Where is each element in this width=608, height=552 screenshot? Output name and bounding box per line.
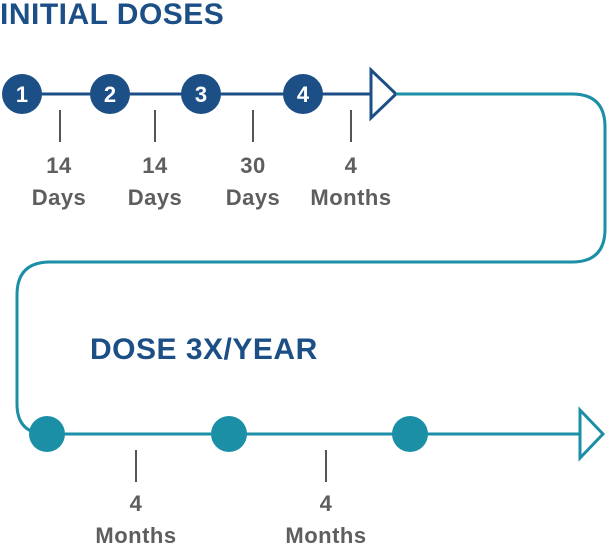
connector-path [15, 92, 607, 436]
dose-marker-3: 3 [181, 74, 221, 114]
interval-unit: Months [95, 523, 177, 548]
yearly-dose-marker [211, 416, 247, 452]
interval-unit: Days [31, 185, 87, 210]
interval-label: 14 Days [100, 150, 210, 214]
dose-number: 4 [297, 82, 310, 107]
dose-marker-1: 1 [2, 74, 42, 114]
yearly-dose-marker [392, 416, 428, 452]
heading-dose-3x-year: DOSE 3X/YEAR [90, 333, 318, 366]
interval-value: 4 [319, 491, 333, 516]
yearly-arrow-head [578, 406, 606, 462]
dose-marker-4: 4 [283, 74, 323, 114]
dose-number: 1 [16, 82, 28, 107]
yearly-dose-marker [29, 416, 65, 452]
interval-label: 4 Months [296, 150, 406, 214]
interval-value: 14 [142, 153, 168, 178]
dose-number: 3 [195, 82, 207, 107]
interval-value: 14 [46, 153, 72, 178]
interval-label: 4 Months [81, 488, 191, 552]
interval-label: 14 Days [4, 150, 114, 214]
interval-label: 30 Days [198, 150, 308, 214]
interval-unit: Days [225, 185, 281, 210]
interval-label: 4 Months [271, 488, 381, 552]
heading-initial-doses: INITIAL DOSES [0, 0, 225, 31]
interval-unit: Months [285, 523, 367, 548]
interval-value: 4 [129, 491, 143, 516]
interval-unit: Days [127, 185, 183, 210]
dose-number: 2 [104, 82, 116, 107]
interval-value: 4 [344, 153, 358, 178]
initial-arrow-head [369, 66, 399, 122]
dose-marker-2: 2 [90, 74, 130, 114]
interval-unit: Months [310, 185, 392, 210]
interval-value: 30 [240, 153, 266, 178]
